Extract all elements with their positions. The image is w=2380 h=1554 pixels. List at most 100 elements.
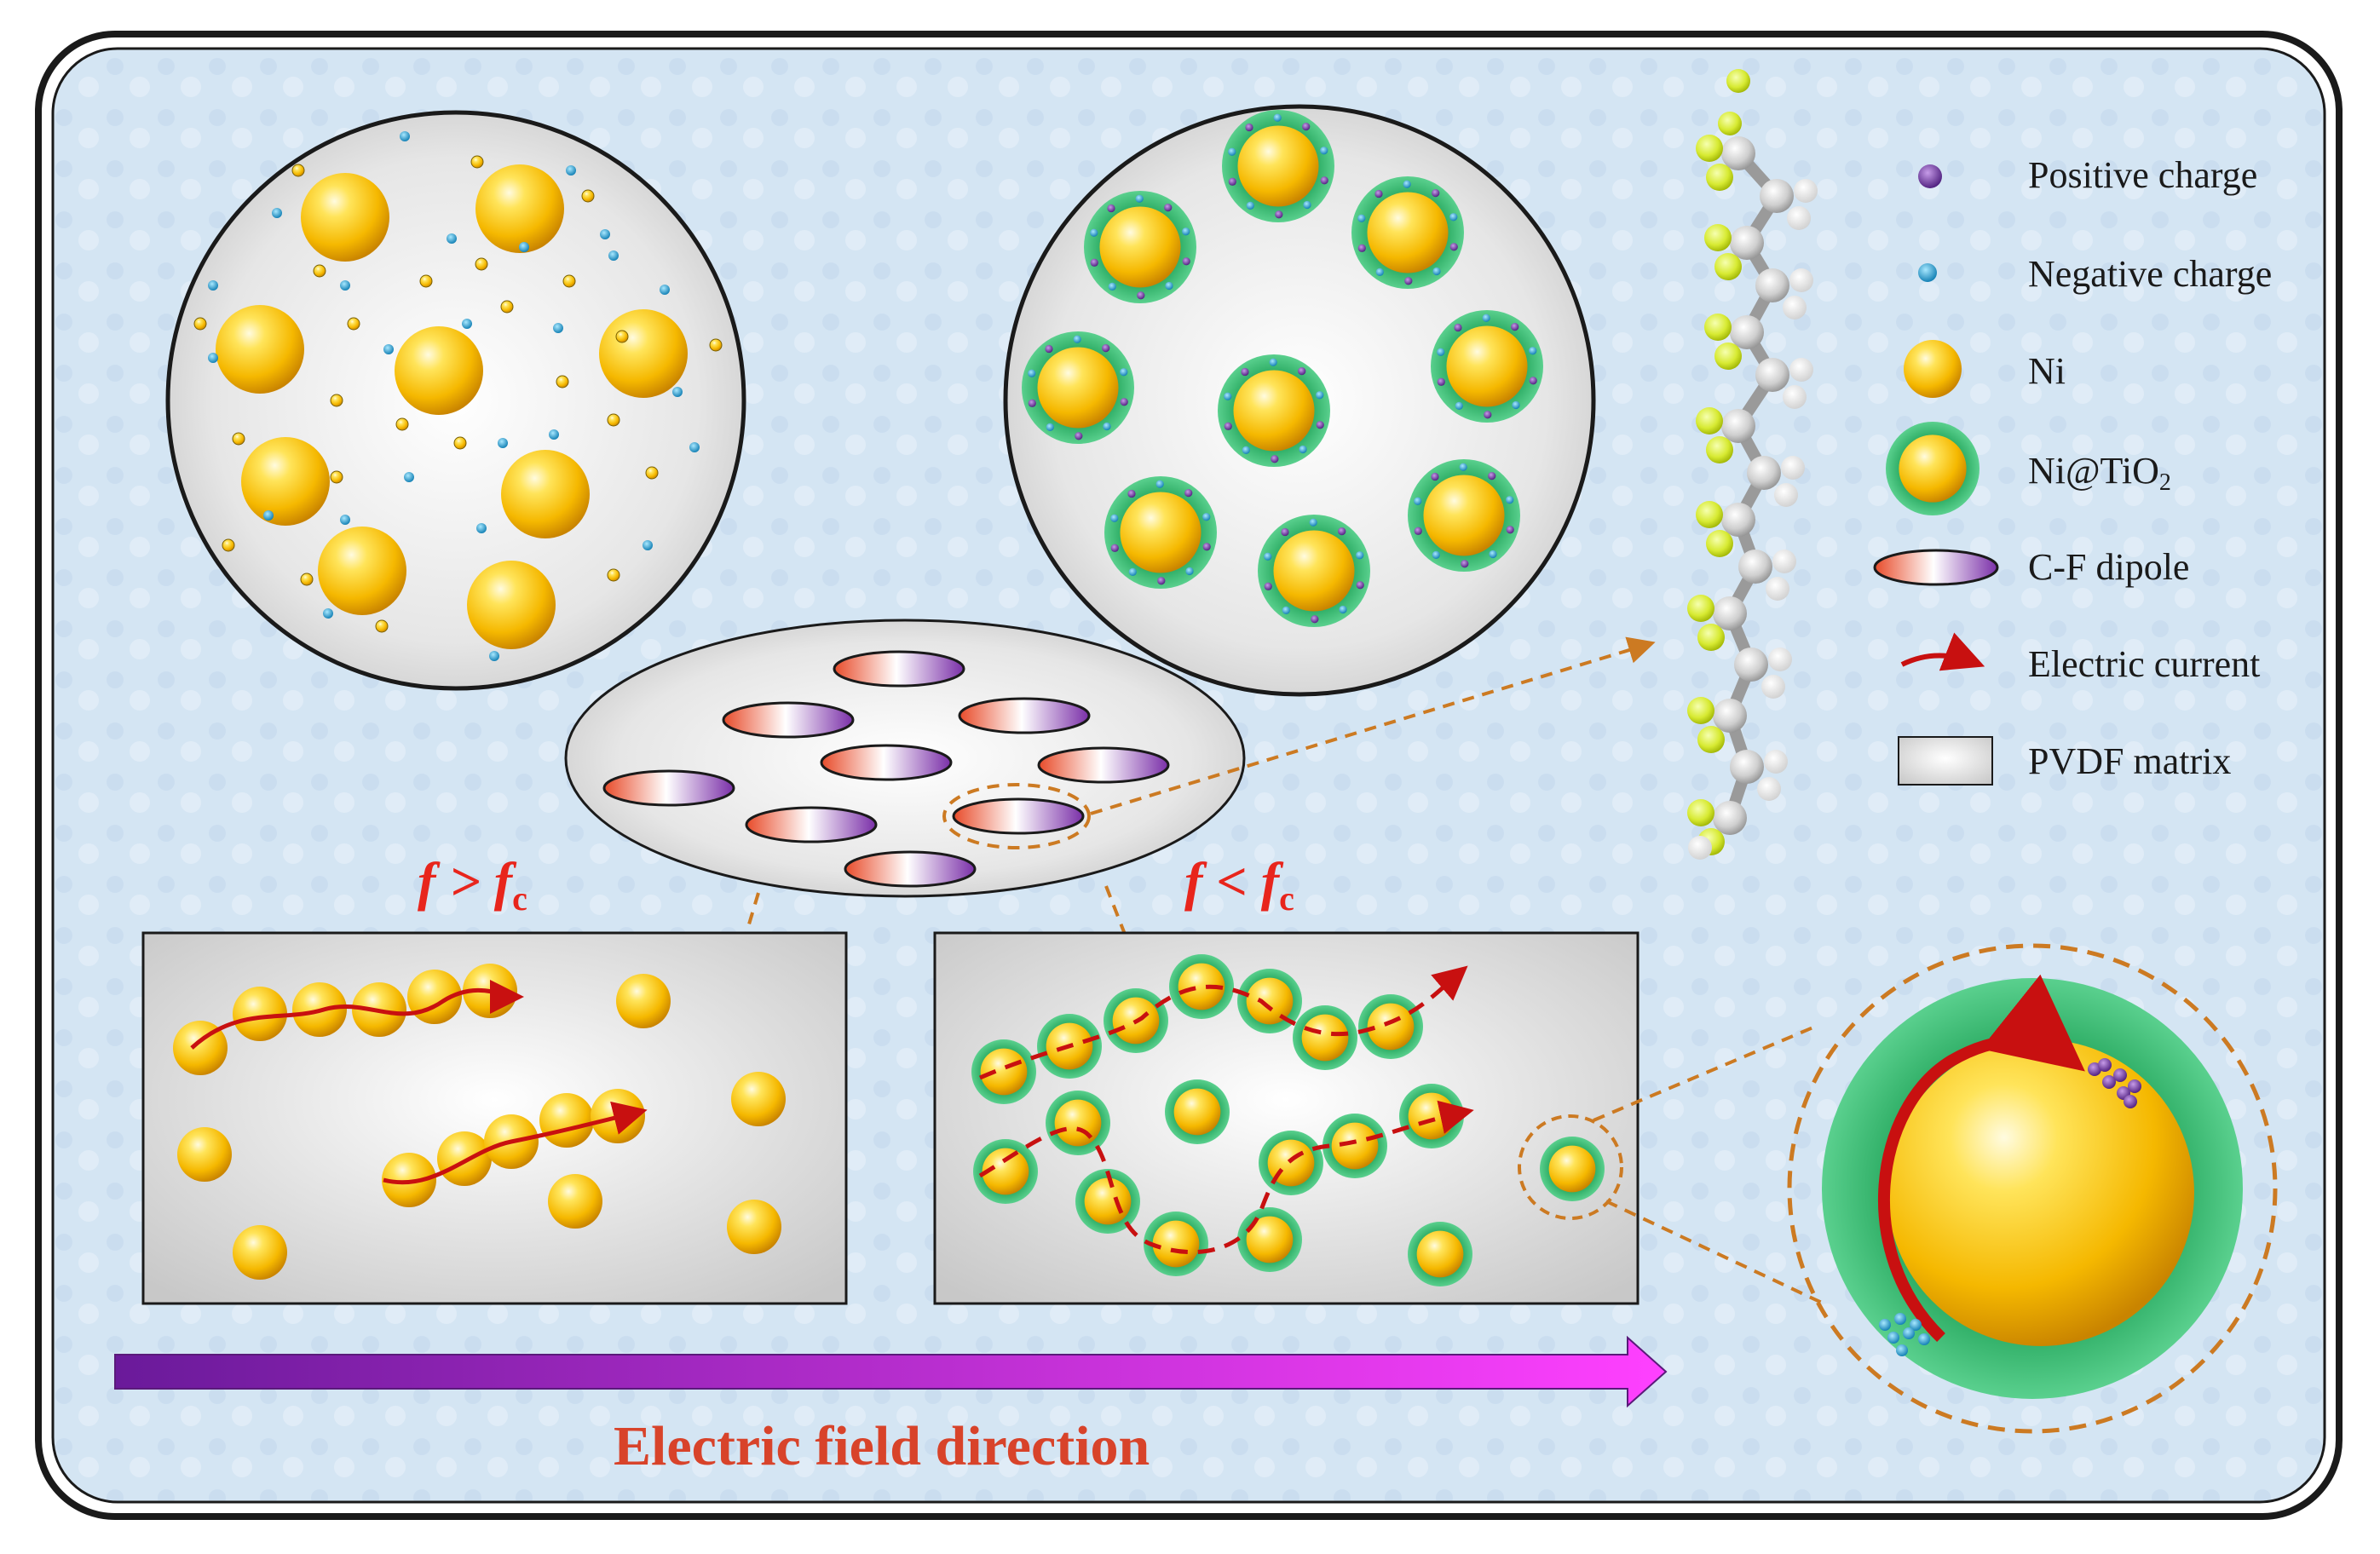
ni-particle (318, 527, 406, 615)
ni-tio2-particle (971, 1039, 1036, 1104)
negative-charge-dot (1185, 567, 1194, 576)
legend-positive-label: Positive charge (2028, 154, 2258, 196)
ni-core (980, 1048, 1028, 1096)
ni-particle (173, 1021, 228, 1075)
negative-charge-dot (1375, 268, 1384, 277)
small-ni-dot (375, 619, 389, 633)
ni-particle (548, 1174, 602, 1229)
fluorine-atom (1714, 342, 1742, 370)
positive-charge-dot (1432, 188, 1440, 198)
negative-charge-dot (1432, 550, 1440, 560)
positive-charge-dot (1506, 526, 1514, 534)
negative-charge-dot (1896, 1344, 1908, 1356)
positive-charge-dot (1157, 577, 1166, 585)
positive-charge-dot (1164, 203, 1173, 212)
negative-charge-dot (1316, 391, 1324, 400)
negative-charge-dot (1108, 282, 1116, 291)
carbon-atom (1721, 136, 1755, 170)
cf-dipole (820, 744, 953, 781)
positive-charge-dot (1311, 615, 1319, 624)
positive-charge-dot (1075, 432, 1083, 440)
positive-charge-dot (1374, 189, 1383, 199)
negative-charge-dot (643, 540, 653, 550)
ni-tio2-particle (1218, 354, 1330, 467)
negative-charge-dot (1887, 1332, 1899, 1344)
negative-charge-dot (1224, 392, 1232, 400)
negative-charge-dot (1073, 335, 1081, 343)
negative-charge-dot (1489, 550, 1497, 559)
ni-particle (475, 164, 564, 253)
ni-core (1173, 1088, 1221, 1136)
hydrogen-atom (1688, 836, 1712, 860)
hydrogen-atom (1789, 358, 1813, 382)
ni-particle (177, 1127, 232, 1182)
legend-current-label: Electric current (2028, 643, 2261, 685)
positive-charge-dot (2102, 1075, 2116, 1089)
negative-charge-dot (383, 344, 394, 354)
small-ni-dot (470, 155, 484, 169)
ni-tio2-particle (1075, 1169, 1140, 1234)
small-ni-dot (607, 568, 620, 582)
ni-tio2-particle (1323, 1114, 1387, 1178)
legend-ni-tio2-icon (1886, 422, 1979, 515)
ni-core (1120, 492, 1202, 573)
fluorine-atom (1714, 253, 1742, 280)
zoom-ni-core (1887, 1039, 2194, 1346)
carbon-atom (1721, 409, 1755, 443)
negative-charge-dot (600, 229, 610, 239)
negative-charge-dot (1269, 358, 1277, 366)
ni-core (1246, 1216, 1294, 1263)
negative-charge-dot (498, 438, 508, 448)
negative-charge-dot (1459, 463, 1467, 471)
negative-charge-dot (1506, 496, 1514, 504)
positive-charge-dot (2124, 1095, 2137, 1108)
positive-charge-dot (1137, 291, 1145, 300)
positive-charge-dot (1356, 581, 1364, 590)
ni-particle (467, 561, 556, 649)
negative-charge-dot (323, 608, 333, 619)
positive-charge-dot (1182, 257, 1190, 266)
legend-matrix-label: PVDF matrix (2028, 740, 2232, 782)
negative-charge-dot (1246, 201, 1254, 210)
small-ni-dot (347, 317, 360, 331)
carbon-atom (1755, 268, 1789, 302)
ni-tio2-particle (1104, 476, 1217, 589)
cf-dipole (958, 697, 1091, 734)
positive-charge-dot (1454, 323, 1462, 332)
hydrogen-atom (1783, 385, 1807, 409)
ni-tio2-particle (1258, 515, 1370, 627)
ni-tio2-particle (1144, 1212, 1208, 1276)
small-ni-dot (419, 274, 433, 288)
negative-charge-dot (1110, 514, 1119, 522)
ni-particle (241, 437, 330, 526)
negative-charge-dot (1455, 401, 1463, 411)
legend-current-icon (1900, 632, 1985, 671)
carbon-atom (1730, 315, 1764, 349)
small-ni-dot (291, 164, 305, 177)
small-ni-dot (500, 300, 514, 314)
negative-charge-dot (1432, 267, 1441, 276)
hydrogen-atom (1772, 550, 1796, 573)
negative-charge-dot (1103, 422, 1111, 431)
hydrogen-atom (1768, 648, 1792, 671)
hydrogen-atom (1789, 268, 1813, 292)
negative-charge-dot (404, 472, 414, 482)
small-ni-dot (453, 436, 467, 450)
negative-charge-dot (566, 165, 576, 176)
hydrogen-atom (1764, 750, 1788, 774)
ni-tio2-particle (1293, 1005, 1357, 1070)
positive-charge-dot (1120, 398, 1128, 406)
negative-charge-dot (1529, 347, 1537, 355)
positive-charge-dot (1090, 258, 1098, 267)
cf-dipole (844, 850, 977, 888)
positive-charge-dot (2128, 1079, 2141, 1093)
ni-core (1899, 435, 1967, 503)
ni-particle (395, 326, 483, 415)
fluorine-atom (1718, 112, 1742, 135)
positive-charge-dot (1320, 176, 1328, 185)
positive-charge-dot (1107, 204, 1115, 213)
hydrogen-atom (1781, 456, 1805, 480)
negative-charge-dot (1357, 214, 1366, 222)
electric-field-arrow (114, 1335, 1668, 1408)
negative-charge-dot (1512, 400, 1520, 410)
